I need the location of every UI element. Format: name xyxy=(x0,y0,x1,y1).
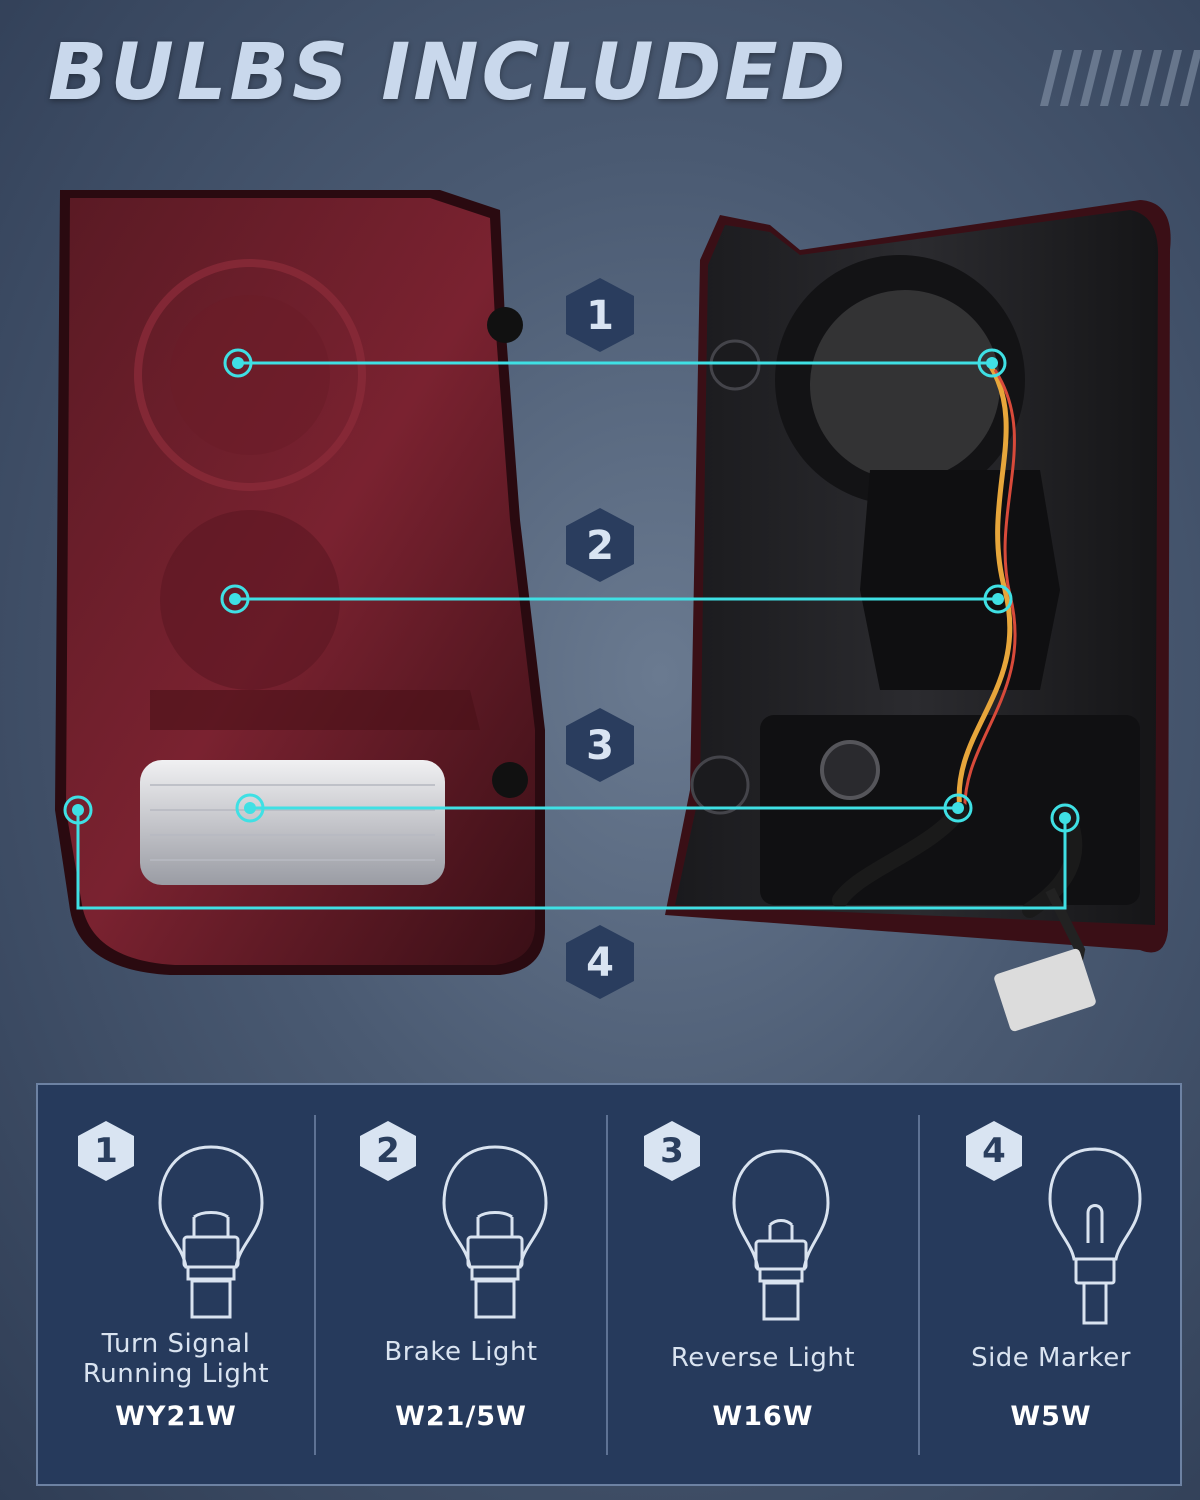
number-badge: 4 xyxy=(964,1119,1024,1183)
bulb-code: W16W xyxy=(712,1401,814,1432)
svg-text:2: 2 xyxy=(586,523,614,569)
callout-badge-1: 1 xyxy=(566,278,634,352)
tail-light-back xyxy=(665,200,1171,1032)
svg-text:4: 4 xyxy=(586,940,614,986)
bulb-item-2: 2 Brake Light W21/5W xyxy=(316,1085,606,1485)
bulb-label: Reverse Light xyxy=(670,1343,856,1373)
bulb-item-4: 4 Side Marker W5W xyxy=(920,1085,1182,1485)
number-badge: 3 xyxy=(642,1119,702,1183)
bulb-label: Turn Signal Running Light xyxy=(82,1329,270,1389)
callout-badge-4: 4 xyxy=(566,925,634,999)
bulb-code: WY21W xyxy=(115,1401,237,1432)
column-divider xyxy=(606,1115,608,1455)
decorative-stripes xyxy=(1040,50,1200,106)
dual-filament-bulb-icon xyxy=(442,1145,548,1319)
bulb-spec-panel: 1 Turn Signal Running Light WY21W 2 xyxy=(36,1083,1182,1486)
callout-badge-2: 2 xyxy=(566,508,634,582)
column-divider xyxy=(918,1115,920,1455)
svg-text:1: 1 xyxy=(586,293,614,339)
bulb-item-1: 1 Turn Signal Running Light WY21W xyxy=(38,1085,314,1485)
callout-lines xyxy=(76,361,1067,910)
column-divider xyxy=(314,1115,316,1455)
bulb-code: W21/5W xyxy=(395,1401,527,1432)
callout-badge-3: 3 xyxy=(566,708,634,782)
number-badge: 1 xyxy=(76,1119,136,1183)
number-badge: 2 xyxy=(358,1119,418,1183)
svg-text:3: 3 xyxy=(586,723,614,769)
tail-light-front xyxy=(55,190,545,975)
bulb-label: Brake Light xyxy=(384,1337,538,1367)
single-filament-bulb-icon xyxy=(732,1149,830,1321)
dual-filament-bulb-icon xyxy=(158,1145,264,1319)
bulb-label: Side Marker xyxy=(971,1343,1131,1373)
bulb-item-3: 3 Reverse Light W16W xyxy=(608,1085,918,1485)
wedge-bulb-icon xyxy=(1048,1147,1142,1325)
page-title: BULBS INCLUDED xyxy=(48,28,849,118)
tail-light-illustration: 1 2 3 4 xyxy=(55,190,1171,1032)
bulb-code: W5W xyxy=(1010,1401,1092,1432)
